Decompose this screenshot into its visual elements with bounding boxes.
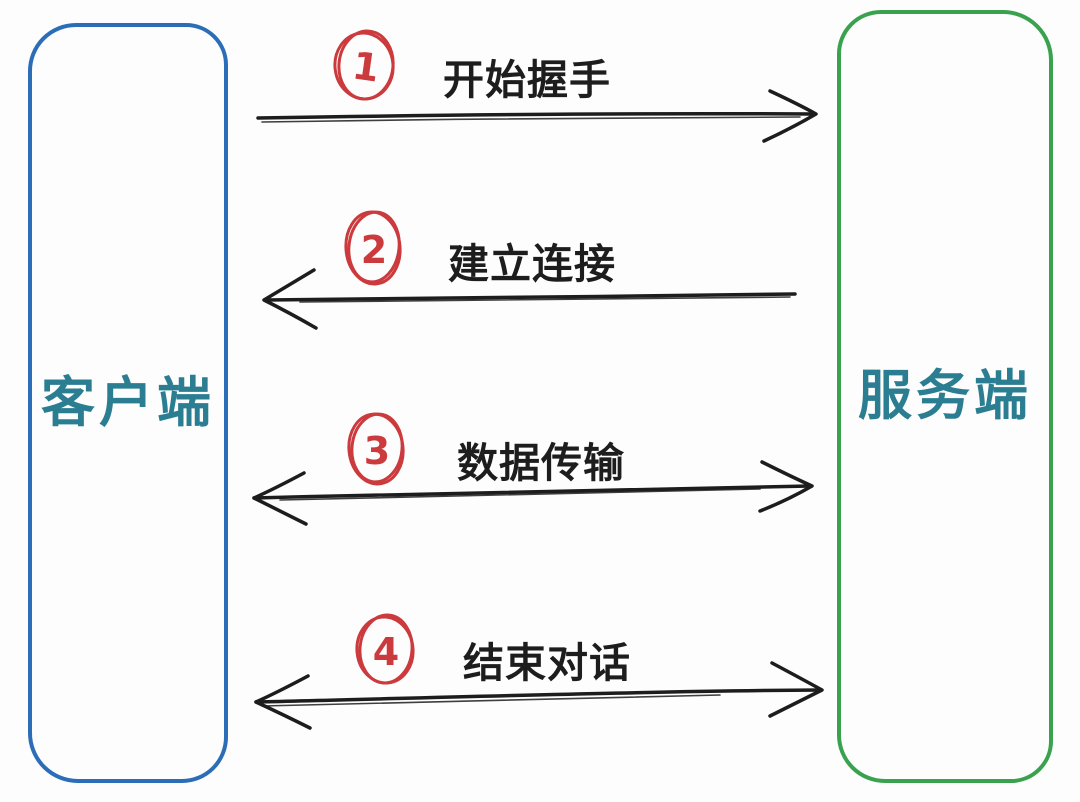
step-number-2: 2 — [361, 228, 387, 272]
step-badge-4: 4 — [355, 613, 415, 685]
message-label-3: 数据传输 — [457, 439, 625, 487]
step-badge-1: 1 — [333, 29, 395, 101]
step-number-1: 1 — [350, 43, 382, 90]
message-label-1: 开始握手 — [443, 56, 611, 104]
server-box: 服务端 — [837, 10, 1053, 783]
message-label-4: 结束对话 — [463, 639, 631, 687]
step-badge-3: 3 — [347, 412, 405, 486]
server-label: 服务端 — [858, 364, 1032, 427]
step-number-4: 4 — [373, 630, 399, 674]
client-label: 客户端 — [41, 370, 215, 434]
message-label-2: 建立连接 — [448, 240, 616, 288]
step-number-3: 3 — [364, 429, 390, 473]
step-badge-2: 2 — [344, 210, 402, 286]
client-box: 客户端 — [28, 23, 228, 783]
